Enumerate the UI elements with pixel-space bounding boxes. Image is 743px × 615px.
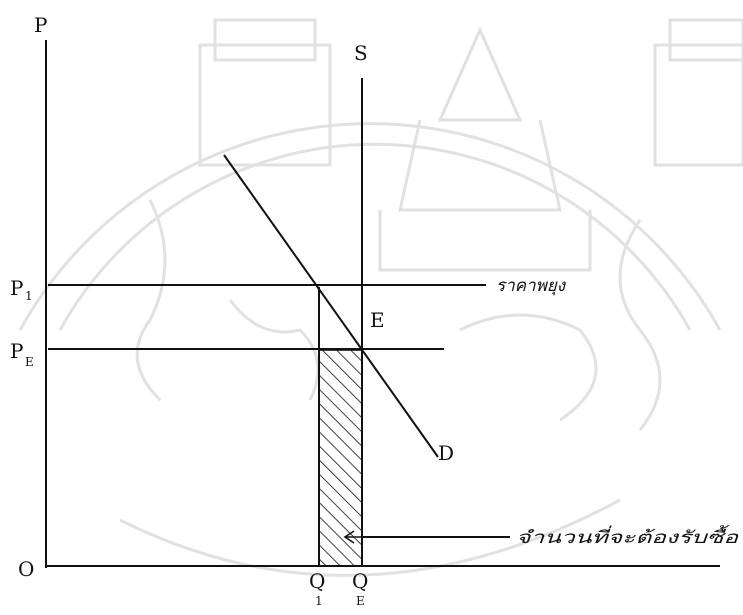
demand-label: D: [438, 441, 454, 465]
p1-label: P: [10, 276, 23, 300]
origin-label: O: [18, 557, 34, 581]
surplus-annotation: จำนวนที่จะต้องรับซื้อ: [516, 524, 739, 548]
price-floor-annotation: ราคาพยุง: [496, 276, 567, 296]
qe-subscript: E: [356, 594, 365, 608]
q1-subscript: 1: [315, 594, 323, 608]
q1-label: Q: [309, 569, 325, 593]
pe-subscript: E: [25, 355, 34, 369]
qe-label: Q: [352, 569, 368, 593]
pe-label: P: [10, 339, 23, 363]
watermark-seal: [20, 20, 743, 575]
surplus-shaded-area: [319, 350, 362, 566]
y-axis-label: P: [34, 13, 47, 37]
equilibrium-label: E: [370, 308, 385, 332]
p1-subscript: 1: [25, 289, 33, 303]
supply-label: S: [354, 41, 368, 65]
